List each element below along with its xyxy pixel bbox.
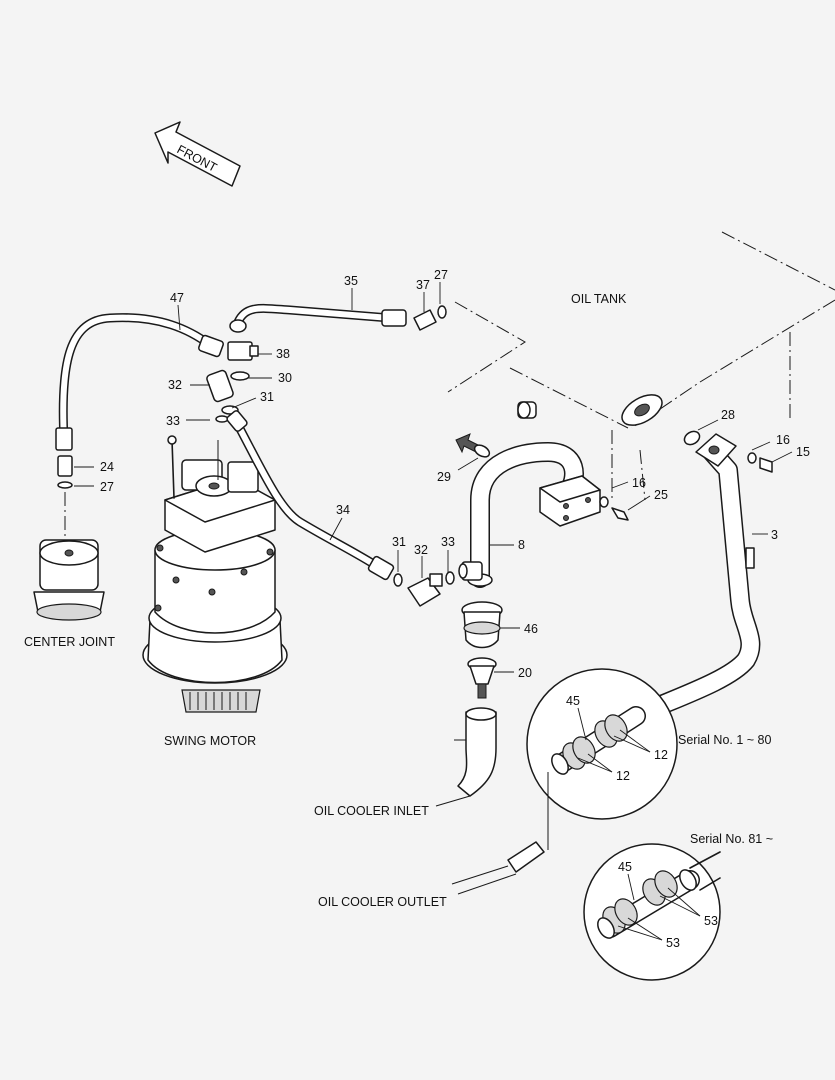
detail-circle-serial-1 bbox=[526, 668, 678, 850]
callout-29: 29 bbox=[437, 470, 451, 484]
center-joint bbox=[33, 492, 105, 621]
hose-35 bbox=[229, 303, 407, 333]
label-oil-cooler-outlet: OIL COOLER OUTLET bbox=[318, 895, 447, 909]
swing-motor bbox=[142, 435, 288, 713]
callout-37: 37 bbox=[416, 278, 430, 292]
pipe-3 bbox=[624, 433, 761, 728]
front-arrow: FRONT bbox=[154, 121, 241, 187]
callout-53-right: 53 bbox=[704, 914, 718, 928]
callout-12-right: 12 bbox=[654, 748, 668, 762]
callout-20: 20 bbox=[518, 666, 532, 680]
label-oil-tank: OIL TANK bbox=[571, 292, 627, 306]
callout-16-right: 16 bbox=[776, 433, 790, 447]
hose-47 bbox=[55, 313, 224, 451]
callout-12-left: 12 bbox=[616, 769, 630, 783]
callout-3: 3 bbox=[771, 528, 778, 542]
callout-47: 47 bbox=[170, 291, 184, 305]
pipe-8 bbox=[458, 442, 601, 588]
callout-53-left: 53 bbox=[666, 936, 680, 950]
strainer-46 bbox=[461, 601, 503, 649]
gasket-28 bbox=[683, 430, 701, 446]
elbow-32-lower bbox=[393, 571, 455, 607]
callout-16-center: 16 bbox=[632, 476, 646, 490]
callout-15: 15 bbox=[796, 445, 810, 459]
callout-31-lower: 31 bbox=[392, 535, 406, 549]
callout-30: 30 bbox=[278, 371, 292, 385]
callout-32-upper: 32 bbox=[168, 378, 182, 392]
leader-lines bbox=[74, 282, 793, 941]
label-serial-1-80: Serial No. 1 ~ 80 bbox=[678, 733, 772, 747]
label-serial-81: Serial No. 81 ~ bbox=[690, 832, 773, 846]
callout-33-upper: 33 bbox=[166, 414, 180, 428]
callout-24: 24 bbox=[100, 460, 114, 474]
callout-numbers: 47 35 37 27 38 32 30 31 33 24 27 34 31 3… bbox=[100, 268, 810, 950]
callout-38: 38 bbox=[276, 347, 290, 361]
label-oil-cooler-inlet: OIL COOLER INLET bbox=[314, 804, 429, 818]
callout-27-left: 27 bbox=[100, 480, 114, 494]
hose-clamps-53 bbox=[602, 870, 678, 934]
callout-25: 25 bbox=[654, 488, 668, 502]
callout-45-upper: 45 bbox=[566, 694, 580, 708]
callout-46: 46 bbox=[524, 622, 538, 636]
callout-33-lower: 33 bbox=[441, 535, 455, 549]
component-labels: OIL TANK CENTER JOINT SWING MOTOR OIL CO… bbox=[24, 292, 773, 909]
fitting-37 bbox=[413, 305, 447, 331]
callout-45-lower: 45 bbox=[618, 860, 632, 874]
label-center-joint: CENTER JOINT bbox=[24, 635, 115, 649]
oil-tank-outline bbox=[447, 231, 835, 501]
callout-32-lower: 32 bbox=[414, 543, 428, 557]
oil-cooler-inlet-pipe bbox=[435, 707, 497, 807]
tank-plug bbox=[517, 401, 537, 419]
arrow-29 bbox=[455, 433, 491, 458]
element-20 bbox=[467, 657, 497, 699]
callout-35: 35 bbox=[344, 274, 358, 288]
callout-28: 28 bbox=[721, 408, 735, 422]
tee-38 bbox=[227, 341, 259, 381]
callout-31-upper: 31 bbox=[260, 390, 274, 404]
label-swing-motor: SWING MOTOR bbox=[164, 734, 256, 748]
tank-flange bbox=[621, 394, 663, 426]
fitting-24 bbox=[57, 455, 73, 489]
callout-27-top: 27 bbox=[434, 268, 448, 282]
oil-cooler-outlet-pipe bbox=[451, 841, 545, 895]
bolt-25 bbox=[599, 496, 629, 521]
callout-34: 34 bbox=[336, 503, 350, 517]
callout-8: 8 bbox=[518, 538, 525, 552]
bolt-15 bbox=[747, 452, 773, 473]
detail-circle-serial-2 bbox=[583, 843, 721, 981]
hose-34 bbox=[226, 410, 395, 581]
